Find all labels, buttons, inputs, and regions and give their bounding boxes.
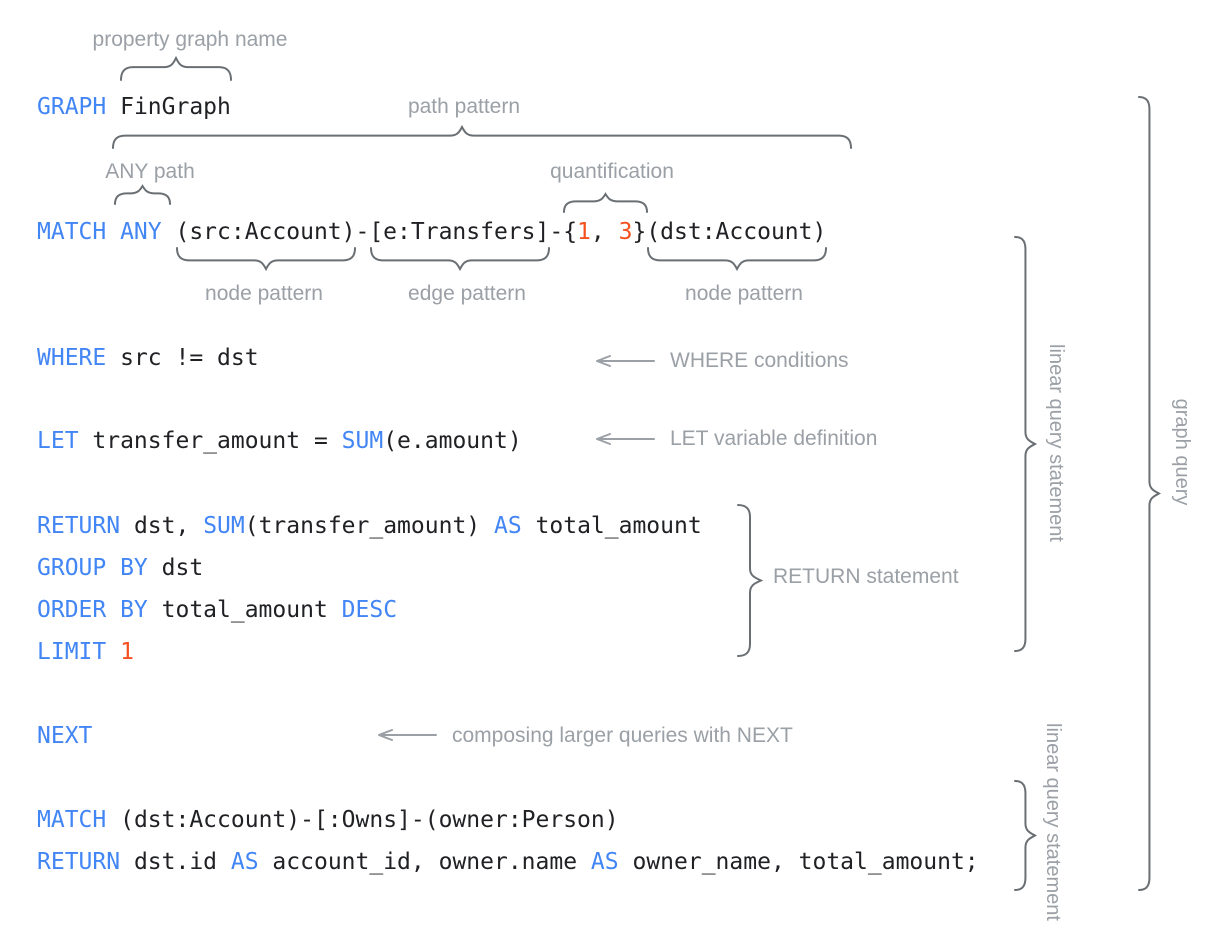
code-token: dst.id (120, 849, 231, 875)
linear-query-statement-top-brace (1014, 236, 1038, 652)
code-token: total_amount (147, 597, 342, 623)
code-token: transfer_amount = (78, 428, 342, 454)
code-token: src != dst (106, 345, 259, 371)
code-token: RETURN (37, 849, 121, 875)
code-line-order-by: ORDER BY total_amount DESC (37, 595, 397, 625)
path-pattern-overbrace (112, 124, 852, 149)
graph-query-brace (1138, 96, 1162, 891)
edge-pattern-label: edge pattern (408, 282, 526, 305)
code-token: }(dst:Account) (632, 219, 827, 245)
code-line-where: WHERE src != dst (37, 343, 259, 373)
code-token: (dst:Account)-[:Owns]-(owner:Person) (106, 807, 619, 833)
node-pattern-1-label: node pattern (205, 282, 323, 305)
where-conditions-arrow (596, 355, 655, 367)
code-token: GRAPH (37, 94, 107, 120)
code-token: NEXT (37, 723, 93, 749)
code-token: DESC (341, 597, 398, 623)
code-token: RETURN (37, 513, 121, 539)
composing-next-label: composing larger queries with NEXT (452, 724, 793, 747)
code-line-let: LET transfer_amount = SUM(e.amount) (37, 426, 522, 456)
code-token: FinGraph (106, 94, 231, 120)
path-pattern-label: path pattern (407, 95, 521, 118)
quantification-label: quantification (550, 160, 674, 183)
graph-query-label: graph query (1171, 398, 1193, 506)
code-token: dst, (120, 513, 204, 539)
code-token: ORDER BY (37, 597, 148, 623)
edge-pattern-underbrace (370, 247, 550, 272)
code-token: AS (590, 849, 619, 875)
code-token: WHERE (37, 345, 107, 371)
any-path-overbrace (114, 184, 171, 205)
code-token: 1 (120, 639, 134, 665)
fingraph-overbrace (120, 55, 232, 81)
code-token: AS (493, 513, 522, 539)
where-conditions-label: WHERE conditions (670, 349, 849, 372)
return-statement-brace (737, 504, 764, 657)
code-token: account_id, owner.name (258, 849, 591, 875)
property-graph-name-label: property graph name (92, 28, 288, 51)
any-path-label: ANY path (105, 160, 195, 183)
node-pattern-1-underbrace (176, 247, 356, 272)
code-line-match-2: MATCH (dst:Account)-[:Owns]-(owner:Perso… (37, 805, 619, 835)
code-line-return-1: RETURN dst, SUM(transfer_amount) AS tota… (37, 511, 702, 541)
code-token: owner_name, total_amount; (618, 849, 979, 875)
code-token: MATCH ANY (37, 219, 162, 245)
composing-next-arrow (378, 729, 437, 741)
code-token: (src:Account)-[e:Transfers]-{ (161, 219, 578, 245)
code-token: SUM (203, 513, 245, 539)
code-token: GROUP BY (37, 555, 148, 581)
node-pattern-2-underbrace (647, 247, 827, 272)
code-token: AS (230, 849, 259, 875)
code-token: total_amount (521, 513, 702, 539)
quantification-overbrace (563, 192, 648, 213)
code-token: LIMIT (37, 639, 107, 665)
let-variable-definition-arrow (596, 433, 655, 445)
code-line-group-by: GROUP BY dst (37, 553, 203, 583)
let-variable-definition-label: LET variable definition (670, 427, 878, 450)
code-token (106, 639, 120, 665)
code-token: MATCH (37, 807, 107, 833)
code-line-limit: LIMIT 1 (37, 637, 134, 667)
code-line-match-1: MATCH ANY (src:Account)-[e:Transfers]-{1… (37, 217, 826, 247)
code-line-graph: GRAPH FinGraph (37, 92, 231, 122)
linear-query-statement-bottom-brace (1014, 780, 1038, 891)
node-pattern-2-label: node pattern (685, 282, 803, 305)
code-token: 1 (577, 219, 591, 245)
linear-query-statement-bottom-label: linear query statement (1042, 723, 1064, 921)
code-line-return-2: RETURN dst.id AS account_id, owner.name … (37, 847, 979, 877)
code-token: (e.amount) (383, 428, 522, 454)
code-token: LET (37, 428, 79, 454)
code-token: dst (147, 555, 204, 581)
code-token: (transfer_amount) (244, 513, 494, 539)
linear-query-statement-top-label: linear query statement (1045, 344, 1067, 542)
code-line-next: NEXT (37, 721, 92, 751)
code-token: 3 (618, 219, 633, 245)
return-statement-label: RETURN statement (773, 565, 959, 588)
code-token: , (590, 219, 619, 245)
code-token: SUM (341, 428, 384, 454)
